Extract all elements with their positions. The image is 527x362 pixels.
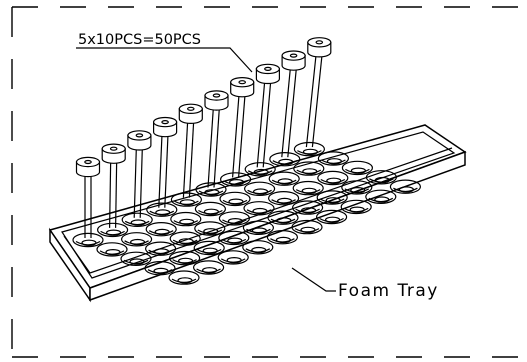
component-lead [238, 92, 246, 178]
tray-holes [72, 141, 421, 285]
tray-hole [268, 171, 300, 186]
buzzer-component [204, 90, 229, 111]
tray-hole [268, 190, 300, 206]
component-lead [158, 132, 163, 208]
tray-hole [121, 232, 153, 247]
tray-hole [219, 191, 251, 207]
tray-hole [96, 222, 129, 238]
tray-hole [146, 202, 178, 217]
component-lead [213, 105, 221, 188]
tray-label: Foam Tray [338, 281, 439, 301]
tray-hole [244, 162, 276, 177]
tray-hole [242, 240, 274, 255]
buzzer-component [101, 143, 126, 164]
component-lead [232, 92, 240, 178]
component-lead [207, 105, 215, 188]
tray-hole [168, 270, 200, 285]
tray-hole [145, 241, 177, 256]
tray-hole [194, 201, 226, 217]
tray-hole [121, 212, 153, 227]
tray-hole [267, 210, 299, 225]
buzzer-component [255, 63, 280, 85]
component-lead [281, 65, 292, 158]
tray-hole [365, 189, 397, 204]
tray-hole [218, 211, 250, 226]
buzzer-component [281, 50, 306, 71]
component-lead [139, 145, 143, 218]
tray-hole [243, 201, 275, 216]
tray-hole [292, 180, 324, 196]
tray-hole [341, 180, 373, 195]
buzzer-component [127, 130, 152, 151]
tray-hole [194, 221, 226, 236]
component-lead [287, 65, 298, 158]
component-lead [109, 158, 112, 228]
tray-hole [144, 261, 176, 276]
tray-hole [389, 179, 421, 194]
component-lead [164, 132, 169, 208]
tray-hole [72, 232, 104, 248]
tray-hole [293, 141, 325, 157]
tray-leader-line [291, 267, 336, 292]
component-lead [188, 118, 195, 198]
buzzer-component [307, 37, 332, 58]
tray-hole [292, 200, 324, 215]
component-leads [84, 52, 323, 238]
tray-hole [96, 242, 128, 257]
tray-hole [218, 230, 250, 246]
component-lead [133, 145, 137, 218]
tray-hole [340, 199, 372, 215]
tray-hole [365, 170, 397, 185]
tray-hole [266, 229, 298, 245]
tray-hole [244, 181, 276, 196]
buzzer-component [153, 116, 178, 138]
dashed-frame [11, 6, 527, 358]
component-lead [256, 78, 266, 168]
tray-hole [170, 192, 202, 207]
tray-hole [169, 231, 201, 246]
tray-hole [291, 219, 323, 235]
tray-hole [316, 190, 348, 205]
tray-hole [317, 170, 349, 186]
quantity-label: 5x10PCS=50PCS [78, 32, 201, 48]
component-lead [262, 78, 272, 168]
buzzer-component [75, 156, 101, 178]
tray-hole [317, 151, 349, 166]
tray-hole [242, 220, 274, 235]
tray-hole [269, 151, 301, 167]
tray-hole [195, 182, 227, 197]
tray-hole [220, 172, 252, 187]
tray-hole [293, 161, 325, 176]
buzzer-component [230, 76, 255, 98]
tray-hole [169, 250, 201, 266]
tray-hole [217, 250, 249, 265]
component-row [75, 37, 332, 178]
tray-hole [120, 251, 152, 266]
buzzer-component [178, 103, 203, 124]
component-lead [115, 158, 118, 228]
component-lead [311, 52, 323, 148]
component-lead [305, 52, 317, 148]
tray-hole [193, 260, 225, 275]
tray-hole [145, 221, 177, 237]
tray-hole [341, 160, 373, 176]
component-lead [182, 118, 189, 198]
quantity-leader-line [76, 47, 253, 73]
tray-hole [316, 209, 348, 225]
tray-hole [193, 240, 225, 256]
tray-hole [170, 211, 202, 227]
